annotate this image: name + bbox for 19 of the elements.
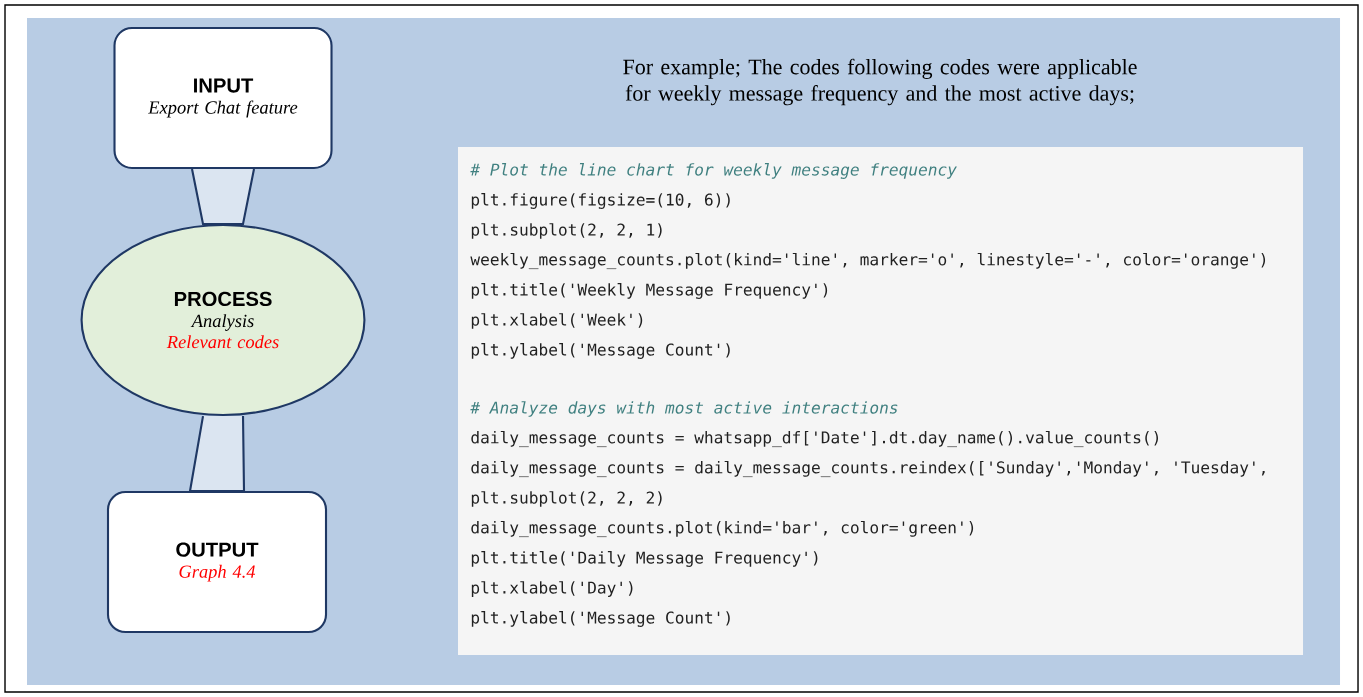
code-comment: # Plot the line chart for weekly message frequency	[470, 163, 957, 179]
code-line: plt.ylabel('Message Count')	[471, 343, 730, 359]
code-line: plt.subplot(2, 2, 2)	[471, 491, 662, 507]
code-comment: # Analyze days with most active interactions	[470, 401, 898, 417]
code-line: daily_message_counts = daily_message_counts.reindex(['Sunday','Monday', 'Tuesday',	[471, 460, 1265, 478]
code-line: daily_message_counts = whatsapp_df['Date'].dt.day_name().value_counts()	[471, 430, 1158, 448]
input-box: INPUT Export Chat feature	[113, 26, 333, 170]
code-line: plt.title('Weekly Message Frequency')	[471, 283, 828, 299]
code-line: daily_message_counts.plot(kind='bar', color='green')	[471, 520, 974, 538]
code-line: plt.ylabel('Message Count')	[471, 611, 730, 627]
intro-text: For example; The codes following codes were applicable for weekly message frequency and the most active days;	[623, 58, 1137, 106]
code-line: plt.subplot(2, 2, 1)	[471, 223, 662, 239]
code-line: plt.title('Daily Message Frequency')	[471, 551, 818, 567]
code-line: weekly_message_counts.plot(kind='line', marker='o', linestyle='-', color='orange')	[470, 252, 1266, 270]
code-line: plt.xlabel('Day')	[471, 581, 633, 597]
code-line: plt.figure(figsize=(10, 6))	[471, 193, 730, 209]
output-box: OUTPUT Graph 4.4	[106, 490, 328, 634]
funnel-connector	[190, 168, 256, 225]
code-line: plt.xlabel('Week')	[471, 313, 643, 329]
